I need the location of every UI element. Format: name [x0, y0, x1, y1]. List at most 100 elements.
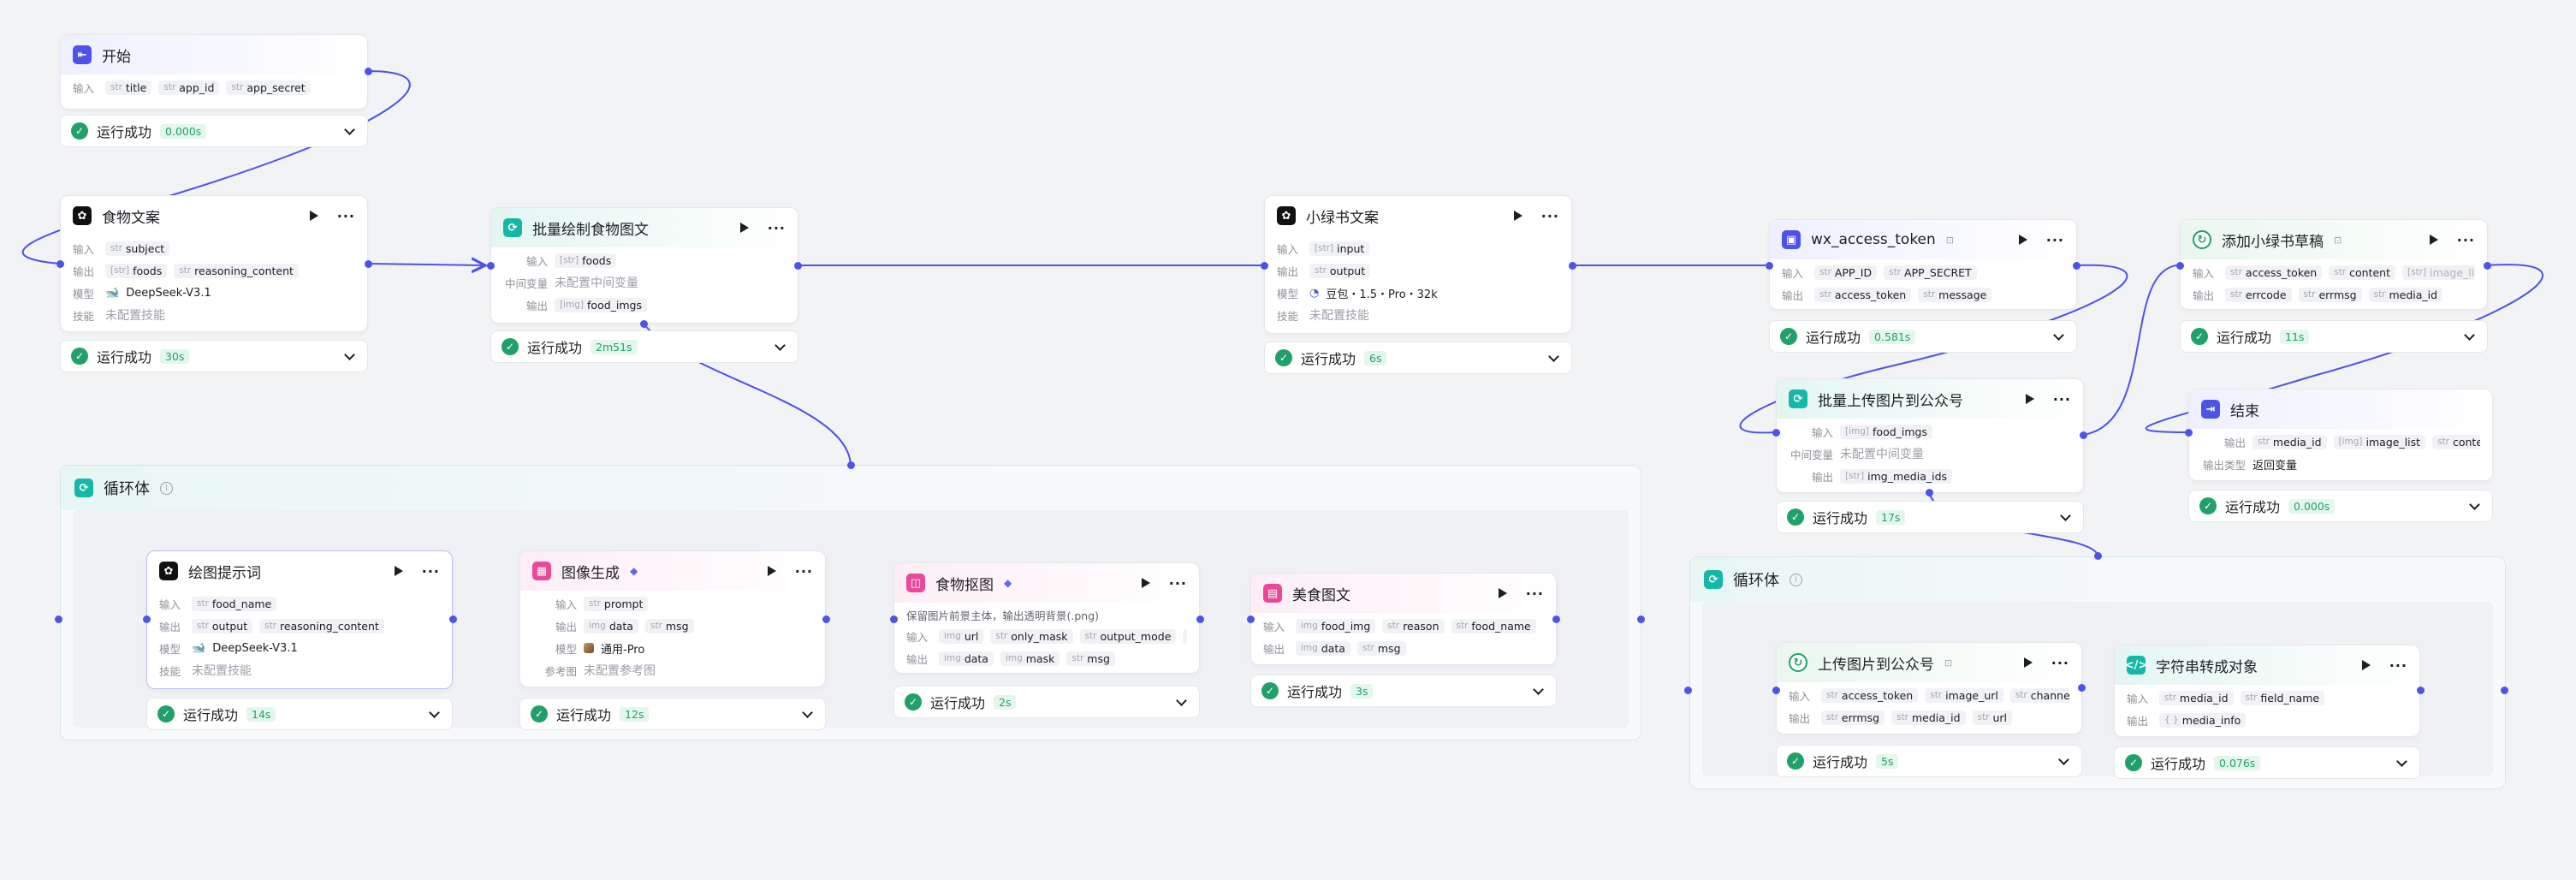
output-port[interactable] [2078, 684, 2086, 692]
loop-input-port[interactable] [2094, 552, 2102, 560]
chevron-down-icon[interactable] [344, 348, 355, 360]
chevron-down-icon[interactable] [1548, 350, 1559, 362]
run-icon[interactable] [739, 223, 749, 233]
input-port[interactable] [1247, 615, 1255, 623]
output-port[interactable] [822, 615, 830, 623]
more-tags[interactable]: ··· [1183, 628, 1187, 644]
loop-port[interactable] [1926, 489, 1933, 496]
run-icon[interactable] [767, 566, 776, 576]
chevron-down-icon[interactable] [2058, 753, 2069, 765]
input-port[interactable] [1766, 262, 1773, 270]
chevron-down-icon[interactable] [2464, 329, 2475, 341]
chevron-down-icon[interactable] [2060, 509, 2071, 521]
input-port[interactable] [1772, 687, 1780, 694]
more-icon[interactable]: ··· [2051, 654, 2069, 671]
more-icon[interactable]: ··· [1540, 207, 1559, 224]
chevron-down-icon[interactable] [1533, 683, 1544, 695]
chevron-down-icon[interactable] [802, 706, 813, 718]
chevron-down-icon[interactable] [1176, 694, 1187, 706]
output-port[interactable] [2484, 262, 2491, 270]
run-icon[interactable] [394, 566, 403, 576]
run-icon[interactable] [1498, 588, 1507, 598]
run-icon[interactable] [2429, 235, 2438, 245]
output-port[interactable] [2080, 431, 2087, 439]
node-batch-upload[interactable]: ⟳批量上传图片到公众号··· 输入[img]food_imgs 中间变量未配置中… [1776, 378, 2084, 493]
output-port[interactable] [1552, 615, 1560, 623]
node-batch-draw[interactable]: ⟳批量绘制食物图文··· 输入[str]foods 中间变量未配置中间变量 输出… [490, 207, 798, 324]
run-icon[interactable] [2018, 235, 2027, 245]
info-icon[interactable]: i [1790, 573, 1802, 586]
more-icon[interactable]: ··· [794, 562, 813, 580]
loop-end-port[interactable] [1637, 615, 1645, 623]
more-icon[interactable]: ··· [1525, 585, 1544, 602]
input-port[interactable] [143, 615, 151, 623]
run-icon[interactable] [1513, 211, 1522, 221]
input-port[interactable] [1772, 429, 1780, 437]
run-icon[interactable] [2361, 660, 2371, 670]
input-port[interactable] [890, 615, 898, 623]
input-port[interactable] [2176, 262, 2184, 270]
input-port[interactable] [2185, 429, 2193, 437]
output-port[interactable] [1196, 615, 1204, 623]
loop-start-port[interactable] [1684, 687, 1692, 694]
run-icon[interactable] [2025, 394, 2034, 404]
more-icon[interactable]: ··· [421, 562, 440, 580]
input-port[interactable] [1261, 262, 1268, 270]
more-icon[interactable]: ··· [2045, 231, 2064, 248]
output-port[interactable] [794, 262, 802, 270]
more-icon[interactable]: ··· [2052, 390, 2071, 407]
more-icon[interactable]: ··· [336, 207, 355, 224]
output-port[interactable] [365, 260, 372, 268]
loop-end-port[interactable] [2501, 687, 2508, 694]
output-port[interactable] [365, 68, 372, 75]
output-port[interactable] [2073, 262, 2080, 270]
more-icon[interactable]: ··· [2456, 231, 2475, 248]
chevron-down-icon[interactable] [429, 706, 440, 718]
chevron-down-icon[interactable] [2469, 498, 2480, 510]
chevron-down-icon[interactable] [775, 339, 786, 351]
run-icon[interactable] [1141, 578, 1150, 588]
input-port[interactable] [487, 262, 495, 270]
chevron-down-icon[interactable] [2053, 329, 2064, 341]
input-port[interactable] [56, 260, 64, 268]
more-icon[interactable]: ··· [767, 219, 786, 236]
more-icon[interactable]: ··· [2389, 657, 2407, 674]
chevron-down-icon[interactable] [344, 123, 355, 135]
run-icon[interactable] [2023, 657, 2033, 668]
run-icon[interactable] [309, 211, 318, 221]
loop-port[interactable] [640, 320, 648, 328]
output-port[interactable] [1569, 262, 1576, 270]
loop-input-port[interactable] [847, 461, 855, 469]
chevron-down-icon[interactable] [2396, 755, 2407, 767]
info-icon[interactable]: i [160, 481, 173, 495]
more-icon[interactable]: ··· [1168, 574, 1187, 592]
output-port[interactable] [2417, 687, 2425, 694]
output-port[interactable] [449, 615, 457, 623]
